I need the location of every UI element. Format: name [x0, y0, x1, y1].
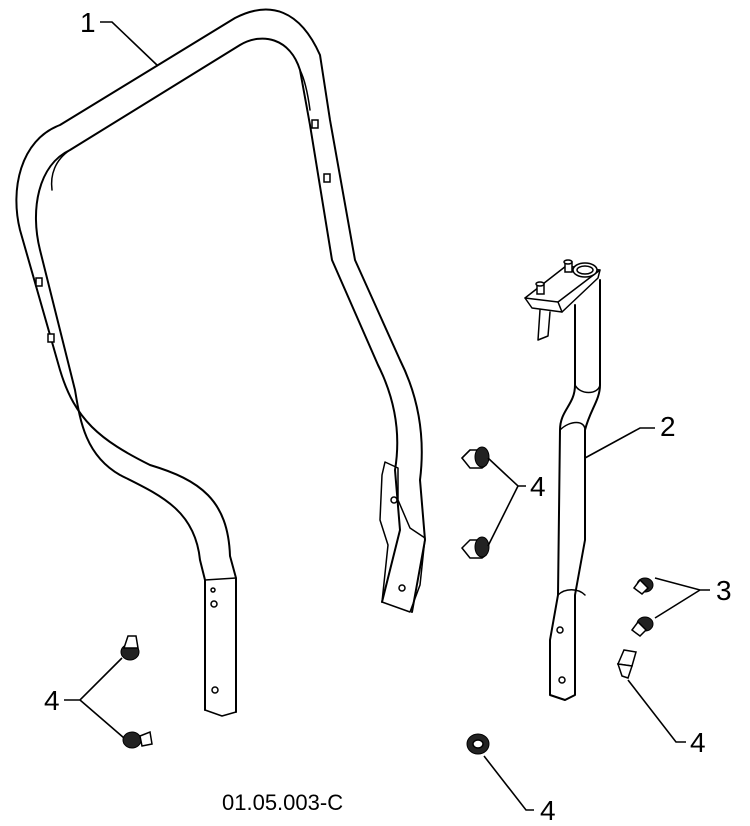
bolt-right-upper — [632, 577, 654, 595]
bolt-mid-lower — [460, 536, 490, 559]
stud-right — [616, 649, 637, 679]
callout-1: 1 — [80, 7, 96, 38]
leader-4-right — [627, 679, 686, 743]
leader-4-mid — [487, 457, 526, 547]
leader-3 — [654, 577, 710, 619]
callout-4-mid: 4 — [530, 471, 546, 502]
leader-1 — [100, 21, 159, 67]
bolt-right-lower — [630, 616, 654, 637]
callout-4-left: 4 — [44, 685, 60, 716]
callout-4-bottom: 4 — [540, 795, 556, 826]
callout-2: 2 — [660, 411, 676, 442]
frame-tube-part-1 — [15, 8, 426, 717]
figure-code: 01.05.003-C — [222, 790, 343, 815]
bolt-mid-upper — [460, 446, 490, 469]
leader-2 — [584, 427, 655, 459]
callout-4-right: 4 — [690, 727, 706, 758]
leader-4-bottom — [483, 755, 534, 811]
nut-bottom — [466, 733, 490, 755]
leader-4-left — [64, 657, 125, 739]
bolt-left-upper — [120, 635, 140, 661]
upright-part-2 — [524, 259, 601, 701]
bolt-left-lower — [122, 730, 153, 749]
callout-3: 3 — [716, 575, 732, 606]
